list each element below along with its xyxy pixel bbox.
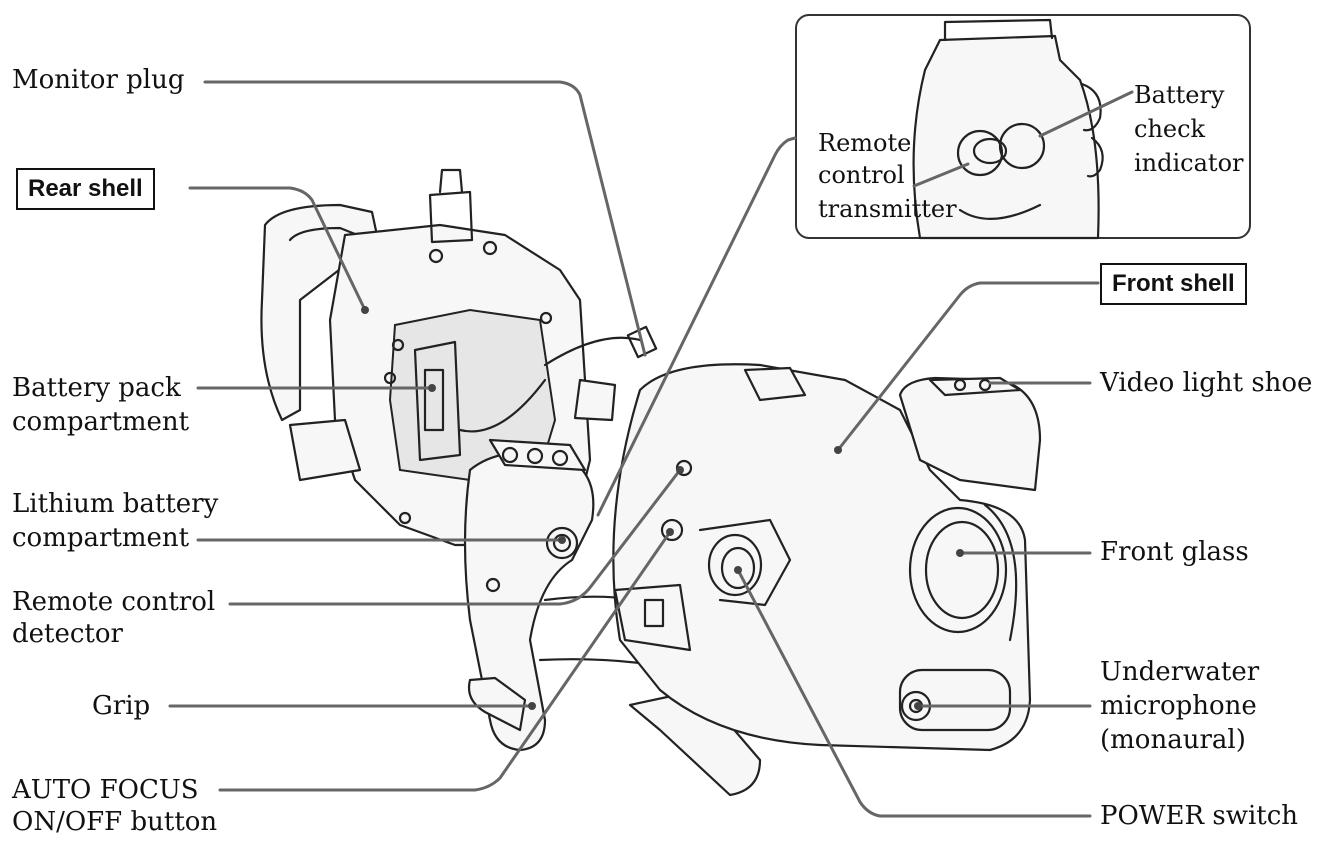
label-mic-line3: (monaural) (1100, 725, 1246, 755)
grip-drawing (463, 438, 762, 797)
label-battery-pack-line1: Battery pack (12, 373, 181, 403)
leader-dots (361, 306, 964, 710)
label-lithium-line2: compartment (12, 523, 190, 553)
label-front-glass: Front glass (1100, 537, 1249, 567)
leader-rear-shell (188, 186, 367, 312)
label-monitor-plug: Monitor plug (12, 65, 185, 95)
label-rear-shell: Rear shell (16, 168, 155, 210)
leader-power-switch (736, 568, 1092, 818)
label-remote-tx-line2: control (818, 161, 905, 189)
leader-front-shell (836, 281, 1100, 452)
label-remote-tx-line3: transmitter (818, 195, 957, 223)
rear-shell-drawing (260, 168, 658, 547)
label-battery-check-line3: indicator (1134, 149, 1244, 177)
label-power-switch: POWER switch (1100, 801, 1299, 831)
label-remote-detector-line1: Remote control (12, 587, 216, 617)
label-lithium-line1: Lithium battery (12, 489, 219, 519)
label-video-light-shoe: Video light shoe (1100, 368, 1313, 398)
leader-remote-tx-main (596, 136, 797, 517)
label-battery-pack-line2: compartment (12, 407, 190, 437)
leader-lines (168, 80, 1100, 818)
label-remote-detector-line2: detector (12, 619, 123, 649)
label-battery-check-line1: Battery (1134, 81, 1225, 109)
label-front-shell: Front shell (1100, 263, 1247, 305)
front-shell-drawing (612, 363, 1042, 752)
label-mic-line1: Underwater (1100, 657, 1260, 687)
callout-drawing (912, 18, 1134, 240)
leader-monitor-plug (203, 80, 647, 357)
label-auto-focus-line1: AUTO FOCUS (12, 775, 199, 805)
label-mic-line2: microphone (1100, 691, 1257, 721)
leader-remote-detector (228, 468, 682, 606)
label-remote-tx-line1: Remote (818, 129, 912, 157)
label-grip: Grip (92, 691, 151, 721)
leader-auto-focus (218, 530, 672, 792)
label-auto-focus-line2: ON/OFF button (12, 807, 218, 837)
label-battery-check-line2: check (1134, 115, 1206, 143)
